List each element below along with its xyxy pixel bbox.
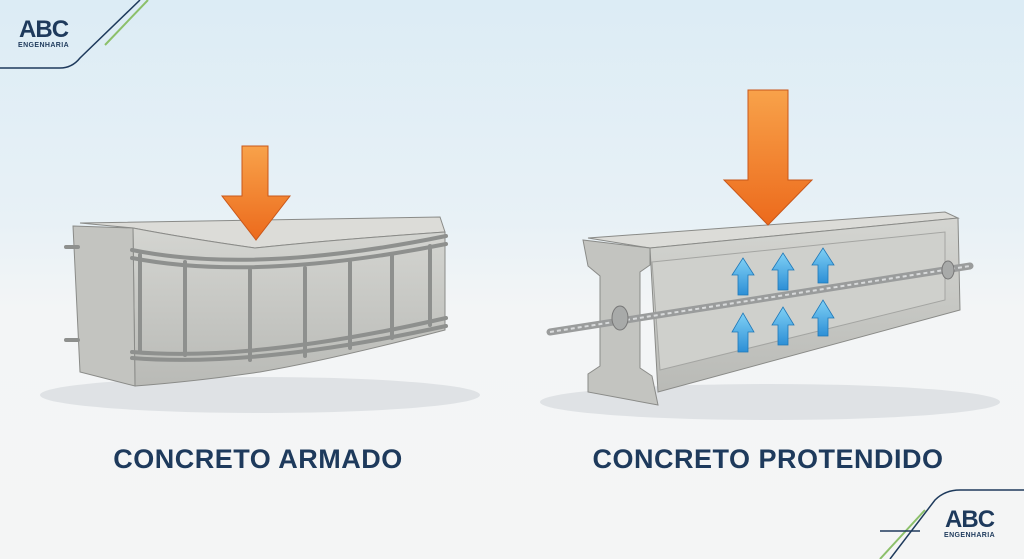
load-arrow-icon	[722, 89, 814, 226]
stress-arrow-icon	[771, 252, 795, 291]
left-panel-title: CONCRETO ARMADO	[113, 444, 403, 474]
company-logo: ABC ENGENHARIA	[944, 506, 996, 540]
beam-shadow	[40, 377, 480, 413]
stress-arrow-icon	[731, 312, 755, 353]
corner-lines-top-left	[0, 0, 149, 69]
logo-name: ABC	[19, 16, 69, 43]
stress-arrow-icon	[771, 306, 795, 346]
stress-arrow-icon	[811, 299, 835, 337]
logo-tagline: ENGENHARIA	[18, 42, 70, 49]
corner-lines-bottom-right	[879, 489, 1024, 559]
logo-name: ABC	[945, 506, 995, 533]
load-arrow-icon	[220, 145, 292, 241]
reinforced-beam	[64, 216, 448, 387]
prestressed-beam	[546, 211, 974, 406]
stress-arrow-icon	[811, 247, 835, 284]
stress-arrow-icon	[731, 257, 755, 296]
right-panel-title: CONCRETO PROTENDIDO	[592, 444, 944, 474]
company-logo: ABC ENGENHARIA	[18, 16, 70, 50]
logo-tagline: ENGENHARIA	[944, 532, 996, 539]
